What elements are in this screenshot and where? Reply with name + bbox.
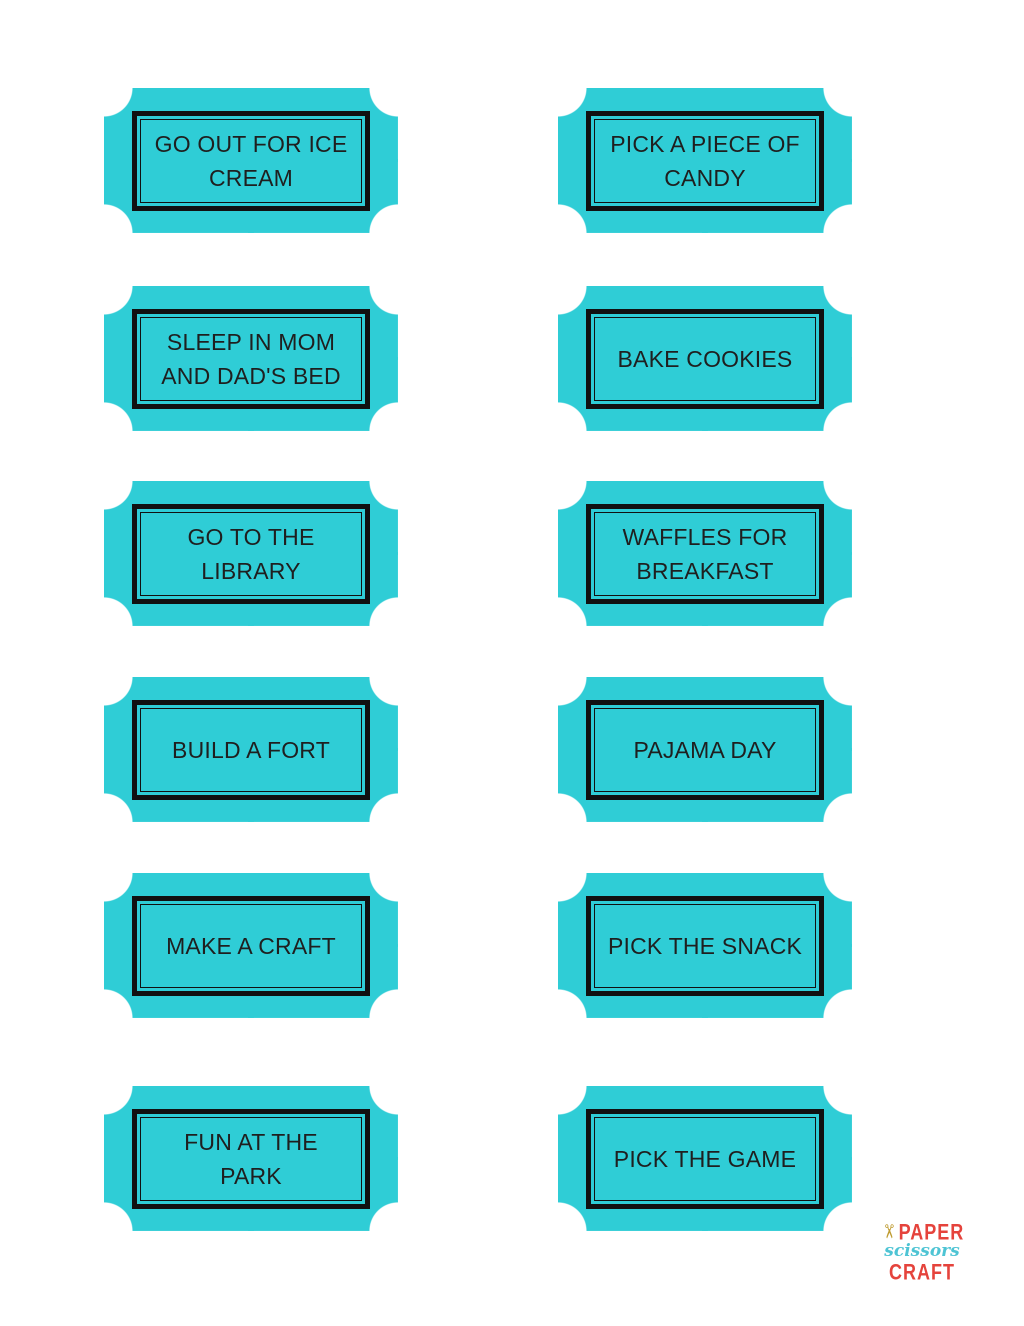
ticket-label: PICK A PIECE OF CANDY [610, 130, 800, 191]
ticket-go-to-the-library: GO TO THE LIBRARY [104, 481, 398, 626]
logo-word-craft: CRAFT [889, 1259, 955, 1285]
ticket-label: BUILD A FORT [172, 736, 330, 763]
ticket-label: PAJAMA DAY [633, 736, 777, 763]
ticket-sleep-in-mom-and-dads-bed: SLEEP IN MOM AND DAD'S BED [104, 286, 398, 431]
ticket-frame: MAKE A CRAFT [132, 895, 370, 996]
ticket-pick-the-snack: PICK THE SNACK [558, 873, 852, 1018]
ticket-label: FUN AT THE PARK [184, 1128, 318, 1189]
ticket-frame: BAKE COOKIES [586, 308, 824, 409]
ticket-label: GO TO THE LIBRARY [187, 523, 315, 584]
ticket-frame: PICK THE SNACK [586, 895, 824, 996]
ticket-make-a-craft: MAKE A CRAFT [104, 873, 398, 1018]
ticket-fun-at-the-park: FUN AT THE PARK [104, 1086, 398, 1231]
ticket-frame: GO TO THE LIBRARY [132, 503, 370, 604]
logo-word-paper: PAPER [898, 1219, 965, 1244]
ticket-label: MAKE A CRAFT [166, 932, 336, 959]
ticket-frame: FUN AT THE PARK [132, 1108, 370, 1209]
ticket-frame: BUILD A FORT [132, 699, 370, 800]
ticket-label: SLEEP IN MOM AND DAD'S BED [161, 328, 341, 389]
paper-scissors-craft-logo: ✂ PAPER scissors CRAFT [870, 1219, 974, 1285]
ticket-frame: GO OUT FOR ICE CREAM [132, 110, 370, 211]
ticket-waffles-for-breakfast: WAFFLES FOR BREAKFAST [558, 481, 852, 626]
ticket-label: PICK THE SNACK [607, 932, 803, 959]
ticket-label: PICK THE GAME [613, 1145, 797, 1172]
ticket-go-out-for-ice-cream: GO OUT FOR ICE CREAM [104, 88, 398, 233]
ticket-pick-a-piece-of-candy: PICK A PIECE OF CANDY [558, 88, 852, 233]
ticket-frame: PICK THE GAME [586, 1108, 824, 1209]
ticket-label: BAKE COOKIES [617, 345, 793, 372]
ticket-pajama-day: PAJAMA DAY [558, 677, 852, 822]
ticket-pick-the-game: PICK THE GAME [558, 1086, 852, 1231]
logo-word-scissors: scissors [884, 1241, 960, 1261]
ticket-label: GO OUT FOR ICE CREAM [154, 130, 348, 191]
ticket-frame: SLEEP IN MOM AND DAD'S BED [132, 308, 370, 409]
ticket-build-a-fort: BUILD A FORT [104, 677, 398, 822]
ticket-frame: PICK A PIECE OF CANDY [586, 110, 824, 211]
ticket-frame: WAFFLES FOR BREAKFAST [586, 503, 824, 604]
ticket-bake-cookies: BAKE COOKIES [558, 286, 852, 431]
scissors-icon: ✂ [877, 1223, 899, 1240]
ticket-frame: PAJAMA DAY [586, 699, 824, 800]
ticket-label: WAFFLES FOR BREAKFAST [622, 523, 788, 584]
